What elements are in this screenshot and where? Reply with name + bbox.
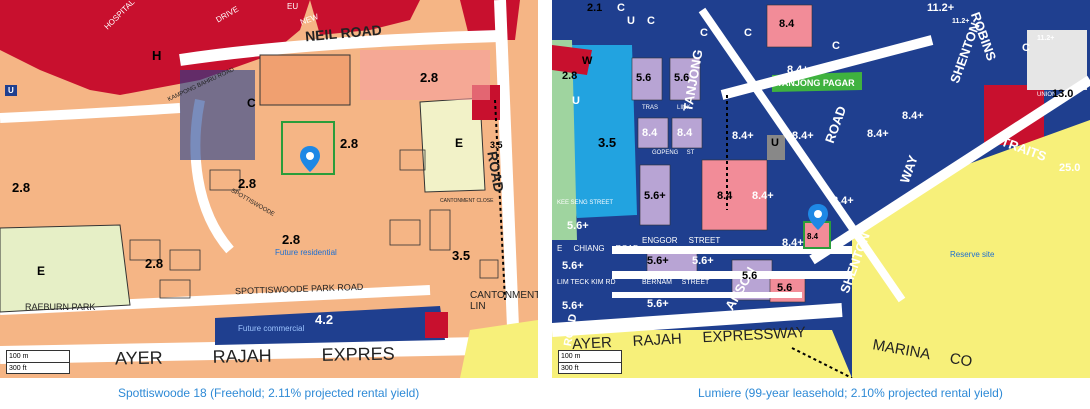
scale-imperial: 300 ft [9, 365, 27, 372]
zone-y: 5.6+ [562, 300, 584, 312]
location-pin-icon[interactable] [300, 146, 320, 172]
zone-o: 8.4+ [832, 195, 854, 207]
zone-aa: 5.6 [742, 270, 758, 282]
right-map-canvas [552, 0, 1090, 378]
zone-w: 5.6+ [647, 255, 669, 267]
zone-ao: 8.4 [807, 232, 819, 241]
zone-l: 8.4+ [867, 128, 889, 140]
zone-d: 11.2+ [1037, 35, 1055, 42]
zone-r7: 3.5 [490, 140, 503, 150]
zone-c: 11.2+ [952, 18, 970, 25]
zone-r2: 2.8 [340, 136, 359, 151]
zone-ab: 5.6 [777, 282, 793, 294]
location-pin-icon[interactable] [808, 204, 828, 230]
zone-g: 8.4+ [787, 64, 809, 76]
zone-r5: 2.8 [282, 232, 301, 247]
road-label-palmer: PALMER [777, 250, 802, 256]
annotation-future-commercial: Future commercial [238, 324, 305, 333]
zone-ad: 2.1 [587, 2, 603, 14]
zone-m: 8.4+ [752, 190, 774, 202]
zone-j: 8.4+ [732, 130, 754, 142]
zone-k: 8.4+ [792, 130, 814, 142]
road-label-raeburn-park: RAEBURN PARK [25, 302, 96, 312]
zone-ap: 8.4+ [902, 110, 924, 122]
zone-p: 8.4+ [782, 237, 804, 249]
zone-n: 8.4 [717, 190, 733, 202]
zone-x: 5.6+ [692, 255, 714, 267]
zone-z: 5.6+ [647, 298, 669, 310]
zone-e-top: E [455, 136, 464, 150]
road-label-cantonment-close: CANTONMENT CLOSE [440, 198, 494, 204]
zone-i: 8.4 [677, 127, 693, 139]
caption-right: Lumiere (99-year leasehold; 2.10% projec… [698, 386, 1003, 400]
caption-left: Spottiswoode 18 (Freehold; 2.11% project… [118, 386, 420, 400]
zone-r8: 3.5 [452, 248, 471, 263]
zone-an: U [572, 95, 580, 107]
zone-t: 5.6+ [644, 190, 666, 202]
zone-v: 5.6+ [562, 260, 584, 272]
zone-r6: 2.8 [145, 256, 164, 271]
zone-e: 13.0 [1052, 88, 1074, 100]
zone-ac: 2.8 [562, 70, 578, 82]
zone-ae: W [582, 55, 593, 67]
zone-h: 8.4 [642, 127, 658, 139]
zone-r: 5.6 [636, 72, 652, 84]
scale-imperial: 300 ft [561, 365, 579, 372]
road-label-tanjong-pagar: TANJONG PAGAR [777, 78, 855, 88]
zone-ah: C [744, 27, 752, 39]
zone-u: U [5, 85, 17, 96]
annotation-reserve-site: Reserve site [950, 250, 995, 259]
right-map[interactable]: TANJONG PAGAR TANJONG ROBINS SHENTON WAY… [552, 0, 1090, 378]
zone-r9: 4.2 [315, 312, 334, 327]
zone-f: 25.0 [1059, 162, 1081, 174]
road-label-union: UNION [1037, 92, 1057, 98]
zone-r3: 2.8 [12, 180, 31, 195]
road-label-bernam: BERNAM STREET [642, 279, 710, 286]
scale-bar: 100 m 300 ft [558, 350, 622, 374]
zone-am: U [627, 15, 635, 27]
zone-b: 11.2+ [927, 2, 955, 14]
road-label-enggor: ENGGOR STREET [642, 236, 721, 245]
road-label-eu: EU [287, 2, 299, 11]
zone-q: 3.5 [598, 135, 617, 150]
zone-h: H [152, 48, 162, 63]
left-map-canvas [0, 0, 538, 378]
road-label-cantonment-link: CANTONMENT LIN [470, 290, 538, 312]
zone-s: 5.6 [674, 72, 690, 84]
zone-aj: C [617, 2, 625, 14]
left-map[interactable]: NEIL ROAD ROAD HOSPITAL DRIVE EU NEW KAM… [0, 0, 538, 378]
zone-r4: 2.8 [238, 176, 257, 191]
zone-c: C [247, 96, 256, 110]
scale-metric: 100 m [7, 351, 69, 363]
zone-u: 5.6+ [567, 220, 589, 232]
zone-a: 8.4 [779, 18, 795, 30]
zone-ag: C [700, 27, 708, 39]
road-label-tras: TRAS [642, 105, 659, 111]
road-label-kee-seng: KEE SENG STREET [557, 200, 614, 206]
zone-al: C [1022, 42, 1030, 54]
zone-r1: 2.8 [420, 70, 439, 85]
zone-ak: C [647, 15, 655, 27]
zone-ai: C [832, 40, 840, 52]
road-label-gopeng: GOPENG ST [652, 150, 695, 156]
road-label-chiang: E CHIANG ROAD [557, 244, 639, 253]
road-label-link: LINK [677, 105, 691, 111]
zone-af: U [771, 137, 779, 149]
road-label-lim-teck-kim: LIM TECK KIM RD [557, 279, 616, 286]
annotation-future-residential: Future residential [275, 248, 337, 257]
scale-bar: 100 m 300 ft [6, 350, 70, 374]
zone-e-left: E [37, 264, 46, 278]
scale-metric: 100 m [559, 351, 621, 363]
